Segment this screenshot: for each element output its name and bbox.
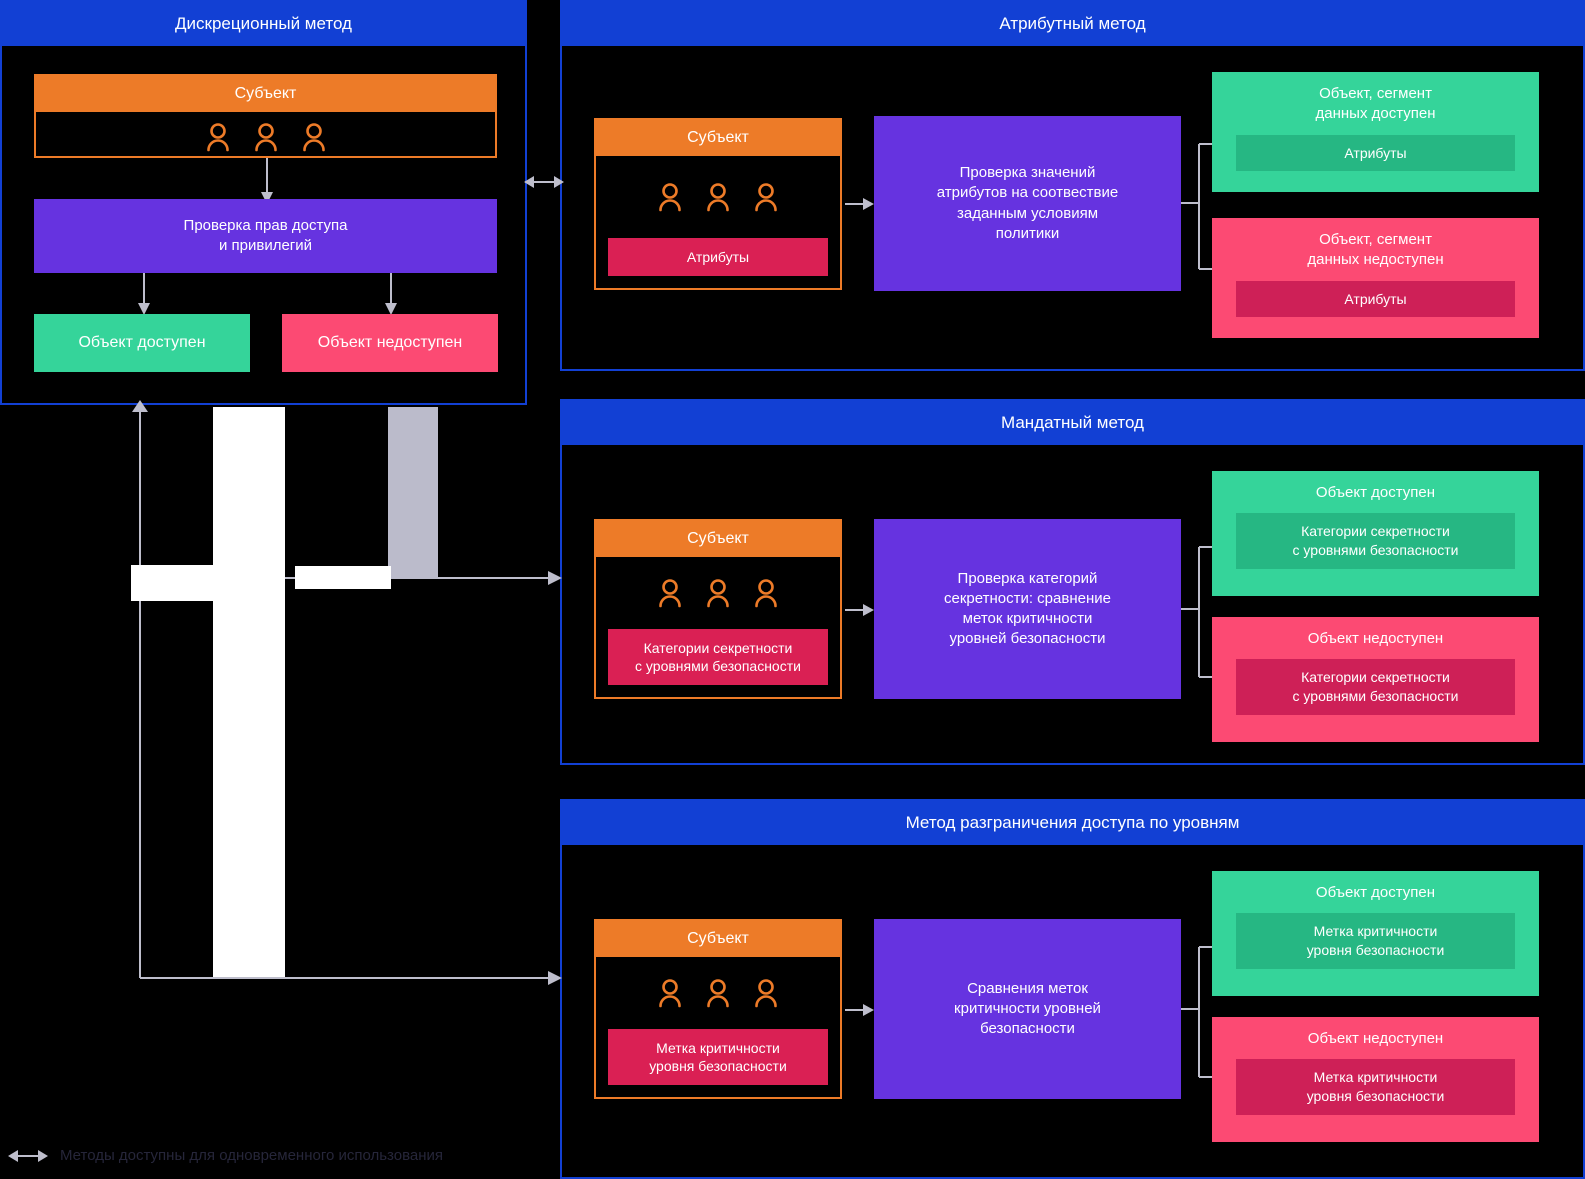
outcome-title: Объект недоступен <box>1307 630 1444 647</box>
panel-title-levels: Метод разграничения доступа по уровням <box>562 801 1583 845</box>
outcome-allowed-discretionary: Объект доступен <box>34 314 250 372</box>
outcome-badge: Метка критичности уровня безопасности <box>1236 913 1515 970</box>
double-arrow-icon <box>8 1149 48 1162</box>
person-icon <box>707 182 729 212</box>
connector-discretionary-attribute-bidirectional <box>524 176 564 188</box>
connector-process-to-denied <box>385 273 397 315</box>
outcome-allowed-attribute: Объект, сегмент данных доступен Атрибуты <box>1212 72 1539 192</box>
outcome-allowed-mandatory: Объект доступен Категории секретности с … <box>1212 471 1539 596</box>
subject-card-discretionary: Субъект <box>34 74 497 158</box>
connector-subject-to-process <box>845 198 874 210</box>
panel-body-mandatory: Субъект Категории секретности с уровнями… <box>562 445 1583 763</box>
panel-title-mandatory: Мандатный метод <box>562 401 1583 445</box>
outcome-title: Объект недоступен <box>317 334 463 352</box>
outcome-title: Объект недоступен <box>1307 1030 1444 1047</box>
person-icon <box>659 578 681 607</box>
subject-icon-group <box>36 112 495 162</box>
outcome-badge: Атрибуты <box>1236 280 1515 318</box>
person-icon <box>206 122 229 151</box>
subject-badge: Атрибуты <box>608 237 828 276</box>
legend-label: Методы доступны для одновременного испол… <box>60 1147 444 1164</box>
person-icon <box>659 978 681 1007</box>
subject-title: Субъект <box>596 521 840 557</box>
subject-card-attribute: Субъект Атрибуты <box>594 118 842 290</box>
person-icon <box>755 182 777 212</box>
subject-icon-group <box>596 957 840 1029</box>
person-icon <box>302 122 325 151</box>
outcome-title: Объект доступен <box>78 334 206 352</box>
process-box-discretionary: Проверка прав доступа и привилегий <box>34 199 497 273</box>
connector-subject-to-process <box>845 1004 874 1016</box>
connector-process-to-allowed <box>138 273 150 315</box>
capture-artifact <box>295 566 391 589</box>
panel-levels: Метод разграничения доступа по уровням С… <box>560 799 1585 1179</box>
subject-card-levels: Субъект Метка критичности уровня безопас… <box>594 919 842 1099</box>
outcome-denied-discretionary: Объект недоступен <box>282 314 498 372</box>
panel-title-attribute: Атрибутный метод <box>562 2 1583 46</box>
process-box-mandatory: Проверка категорий секретности: сравнени… <box>874 519 1181 699</box>
subject-title: Субъект <box>36 76 495 112</box>
capture-artifact <box>213 407 285 977</box>
process-box-levels: Сравнения меток критичности уровней безо… <box>874 919 1181 1099</box>
person-icon <box>254 122 277 151</box>
outcome-allowed-levels: Объект доступен Метка критичности уровня… <box>1212 871 1539 996</box>
panel-discretionary: Дискреционный метод Субъект <box>0 0 527 405</box>
panel-title-discretionary: Дискреционный метод <box>2 2 525 46</box>
subject-badge: Метка критичности уровня безопасности <box>608 1028 828 1085</box>
panel-body-levels: Субъект Метка критичности уровня безопас… <box>562 845 1583 1177</box>
panel-mandatory: Мандатный метод Субъект Категории секрет… <box>560 399 1585 765</box>
outcome-denied-attribute: Объект, сегмент данных недоступен Атрибу… <box>1212 218 1539 338</box>
legend: Методы доступны для одновременного испол… <box>8 1147 443 1164</box>
person-icon <box>707 578 729 607</box>
person-icon <box>755 978 777 1007</box>
process-box-attribute: Проверка значений атрибутов на соотвеств… <box>874 116 1181 291</box>
outcome-title: Объект, сегмент данных недоступен <box>1307 231 1444 269</box>
subject-icon-group <box>596 557 840 629</box>
person-icon <box>659 182 681 212</box>
person-icon <box>755 578 777 607</box>
connector-subject-to-process <box>845 604 874 616</box>
subject-card-mandatory: Субъект Категории секретности с уровнями… <box>594 519 842 699</box>
subject-title: Субъект <box>596 921 840 957</box>
outcome-badge: Категории секретности с уровнями безопас… <box>1236 659 1515 716</box>
panel-body-discretionary: Субъект Проверка прав дост <box>2 46 525 403</box>
subject-icon-group <box>596 156 840 238</box>
subject-title: Субъект <box>596 120 840 156</box>
capture-artifact <box>131 565 285 601</box>
connector-trunk-to-lower-panels <box>132 400 562 985</box>
outcome-denied-mandatory: Объект недоступен Категории секретности … <box>1212 617 1539 742</box>
capture-artifact <box>388 407 438 579</box>
outcome-badge: Атрибуты <box>1236 134 1515 172</box>
outcome-title: Объект, сегмент данных доступен <box>1315 85 1436 123</box>
outcome-title: Объект доступен <box>1315 484 1436 501</box>
outcome-title: Объект доступен <box>1315 884 1436 901</box>
panel-body-attribute: Субъект Атрибуты Проверка <box>562 46 1583 369</box>
outcome-badge: Категории секретности с уровнями безопас… <box>1236 513 1515 570</box>
outcome-badge: Метка критичности уровня безопасности <box>1236 1059 1515 1116</box>
panel-attribute: Атрибутный метод Субъект Атрибуты <box>560 0 1585 371</box>
outcome-denied-levels: Объект недоступен Метка критичности уров… <box>1212 1017 1539 1142</box>
person-icon <box>707 978 729 1007</box>
subject-badge: Категории секретности с уровнями безопас… <box>608 628 828 685</box>
